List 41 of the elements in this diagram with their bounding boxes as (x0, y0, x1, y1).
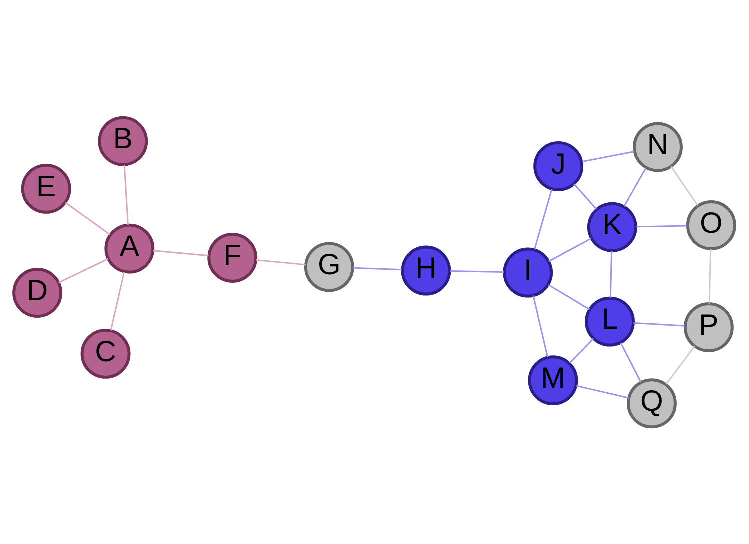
node-circle: L (585, 296, 635, 346)
connector (574, 183, 598, 210)
node-circle: J (534, 140, 584, 191)
connector (634, 322, 686, 326)
node-circle: I (503, 247, 554, 298)
connector (153, 250, 209, 256)
connector (548, 284, 590, 310)
connector (532, 295, 548, 357)
connector (576, 384, 630, 398)
node-circle: A (104, 223, 155, 274)
connector (666, 346, 696, 384)
node-circle: N (633, 122, 683, 172)
connector (610, 251, 613, 298)
node-circle: O (686, 200, 736, 250)
node-circle: G (304, 242, 354, 292)
connector (624, 167, 647, 206)
connector (636, 224, 688, 228)
node-circle: C (80, 328, 131, 378)
connector (534, 188, 553, 250)
node-circle: M (528, 355, 578, 406)
connector (708, 248, 712, 304)
node-circle: Q (627, 378, 677, 428)
connector (110, 271, 126, 330)
connector (256, 259, 306, 266)
connector (620, 342, 642, 382)
connector (58, 258, 109, 283)
connector (353, 266, 402, 270)
connector (124, 164, 129, 225)
connector (670, 166, 699, 206)
node-circle: B (98, 116, 148, 166)
connector (582, 150, 635, 162)
node-circle: H (401, 245, 452, 296)
connector (450, 270, 504, 273)
connector (65, 202, 111, 236)
node-circle: D (12, 268, 63, 318)
node-circle: K (587, 202, 638, 252)
node-circle: F (208, 232, 258, 282)
connector (548, 238, 592, 262)
node-circle: E (21, 163, 72, 214)
connector (569, 338, 594, 364)
node-circle: P (684, 302, 734, 352)
